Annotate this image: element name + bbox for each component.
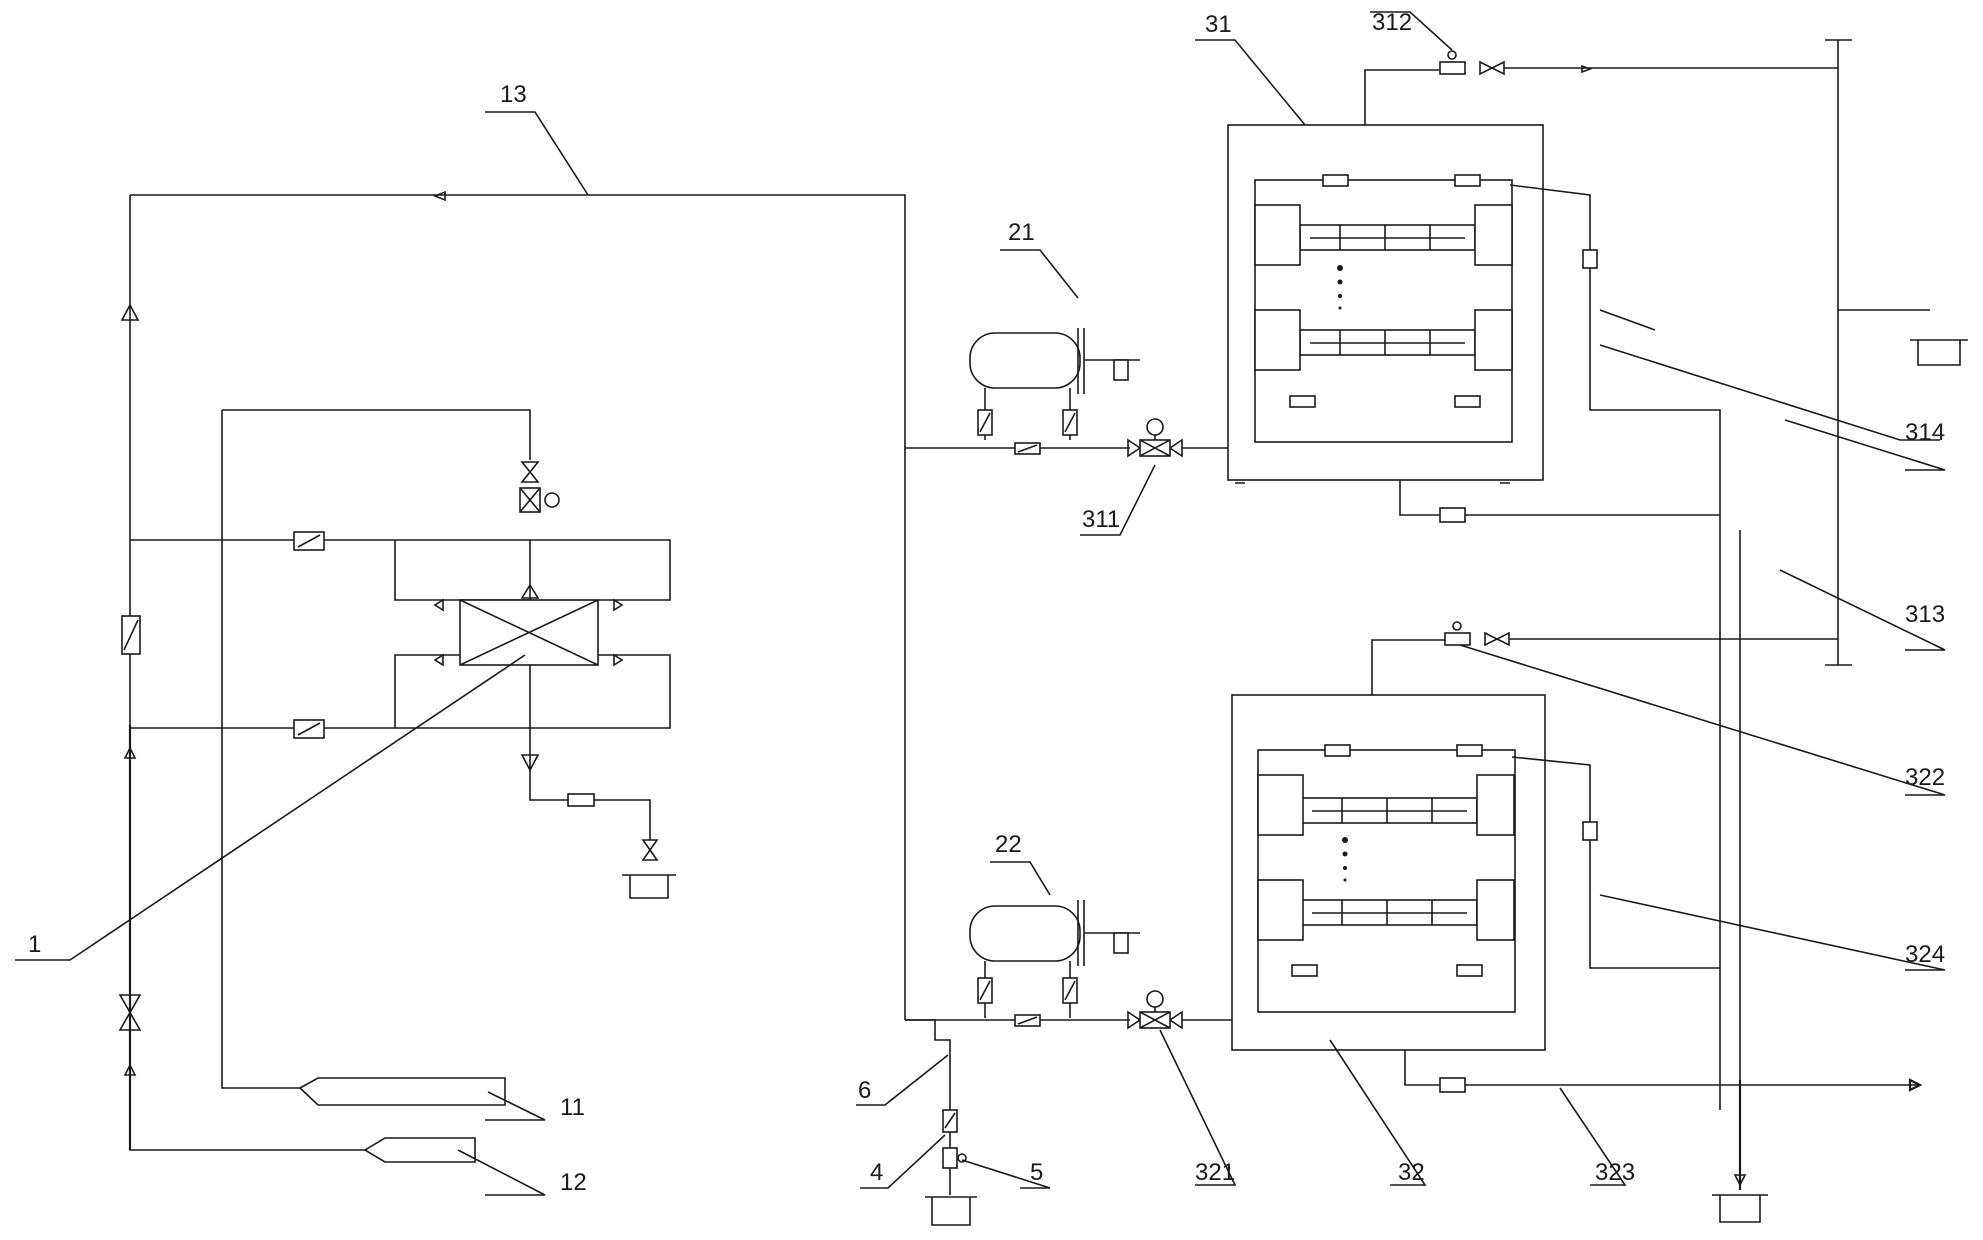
drain-line-6 (905, 1019, 977, 1226)
label-1: 1 (28, 931, 41, 958)
unit-1-piping (129, 194, 906, 1151)
label-6: 6 (858, 1077, 871, 1104)
label-314: 314 (1905, 419, 1945, 446)
label-11: 11 (560, 1094, 585, 1121)
label-324: 324 (1905, 941, 1945, 968)
unit-1-components (118, 190, 676, 1163)
lower-train (905, 621, 1923, 1223)
heat-exchanger-1 (433, 598, 624, 667)
label-32: 32 (1398, 1159, 1425, 1186)
label-13: 13 (500, 81, 527, 108)
label-312: 312 (1372, 9, 1412, 36)
upper-train (905, 39, 1968, 1110)
label-311: 311 (1082, 506, 1120, 533)
label-322: 322 (1905, 764, 1945, 791)
label-31: 31 (1205, 11, 1232, 38)
label-21: 21 (1008, 219, 1035, 246)
label-4: 4 (870, 1159, 883, 1186)
label-12: 12 (560, 1169, 587, 1196)
label-5: 5 (1030, 1159, 1043, 1186)
label-321: 321 (1195, 1159, 1235, 1186)
label-313: 313 (1905, 601, 1945, 628)
leader-lines (15, 11, 1946, 1196)
label-323: 323 (1595, 1159, 1635, 1186)
label-22: 22 (995, 831, 1022, 858)
callout-labels: 1 4 5 6 11 12 13 21 22 31 32 311 312 313… (28, 9, 1945, 1196)
